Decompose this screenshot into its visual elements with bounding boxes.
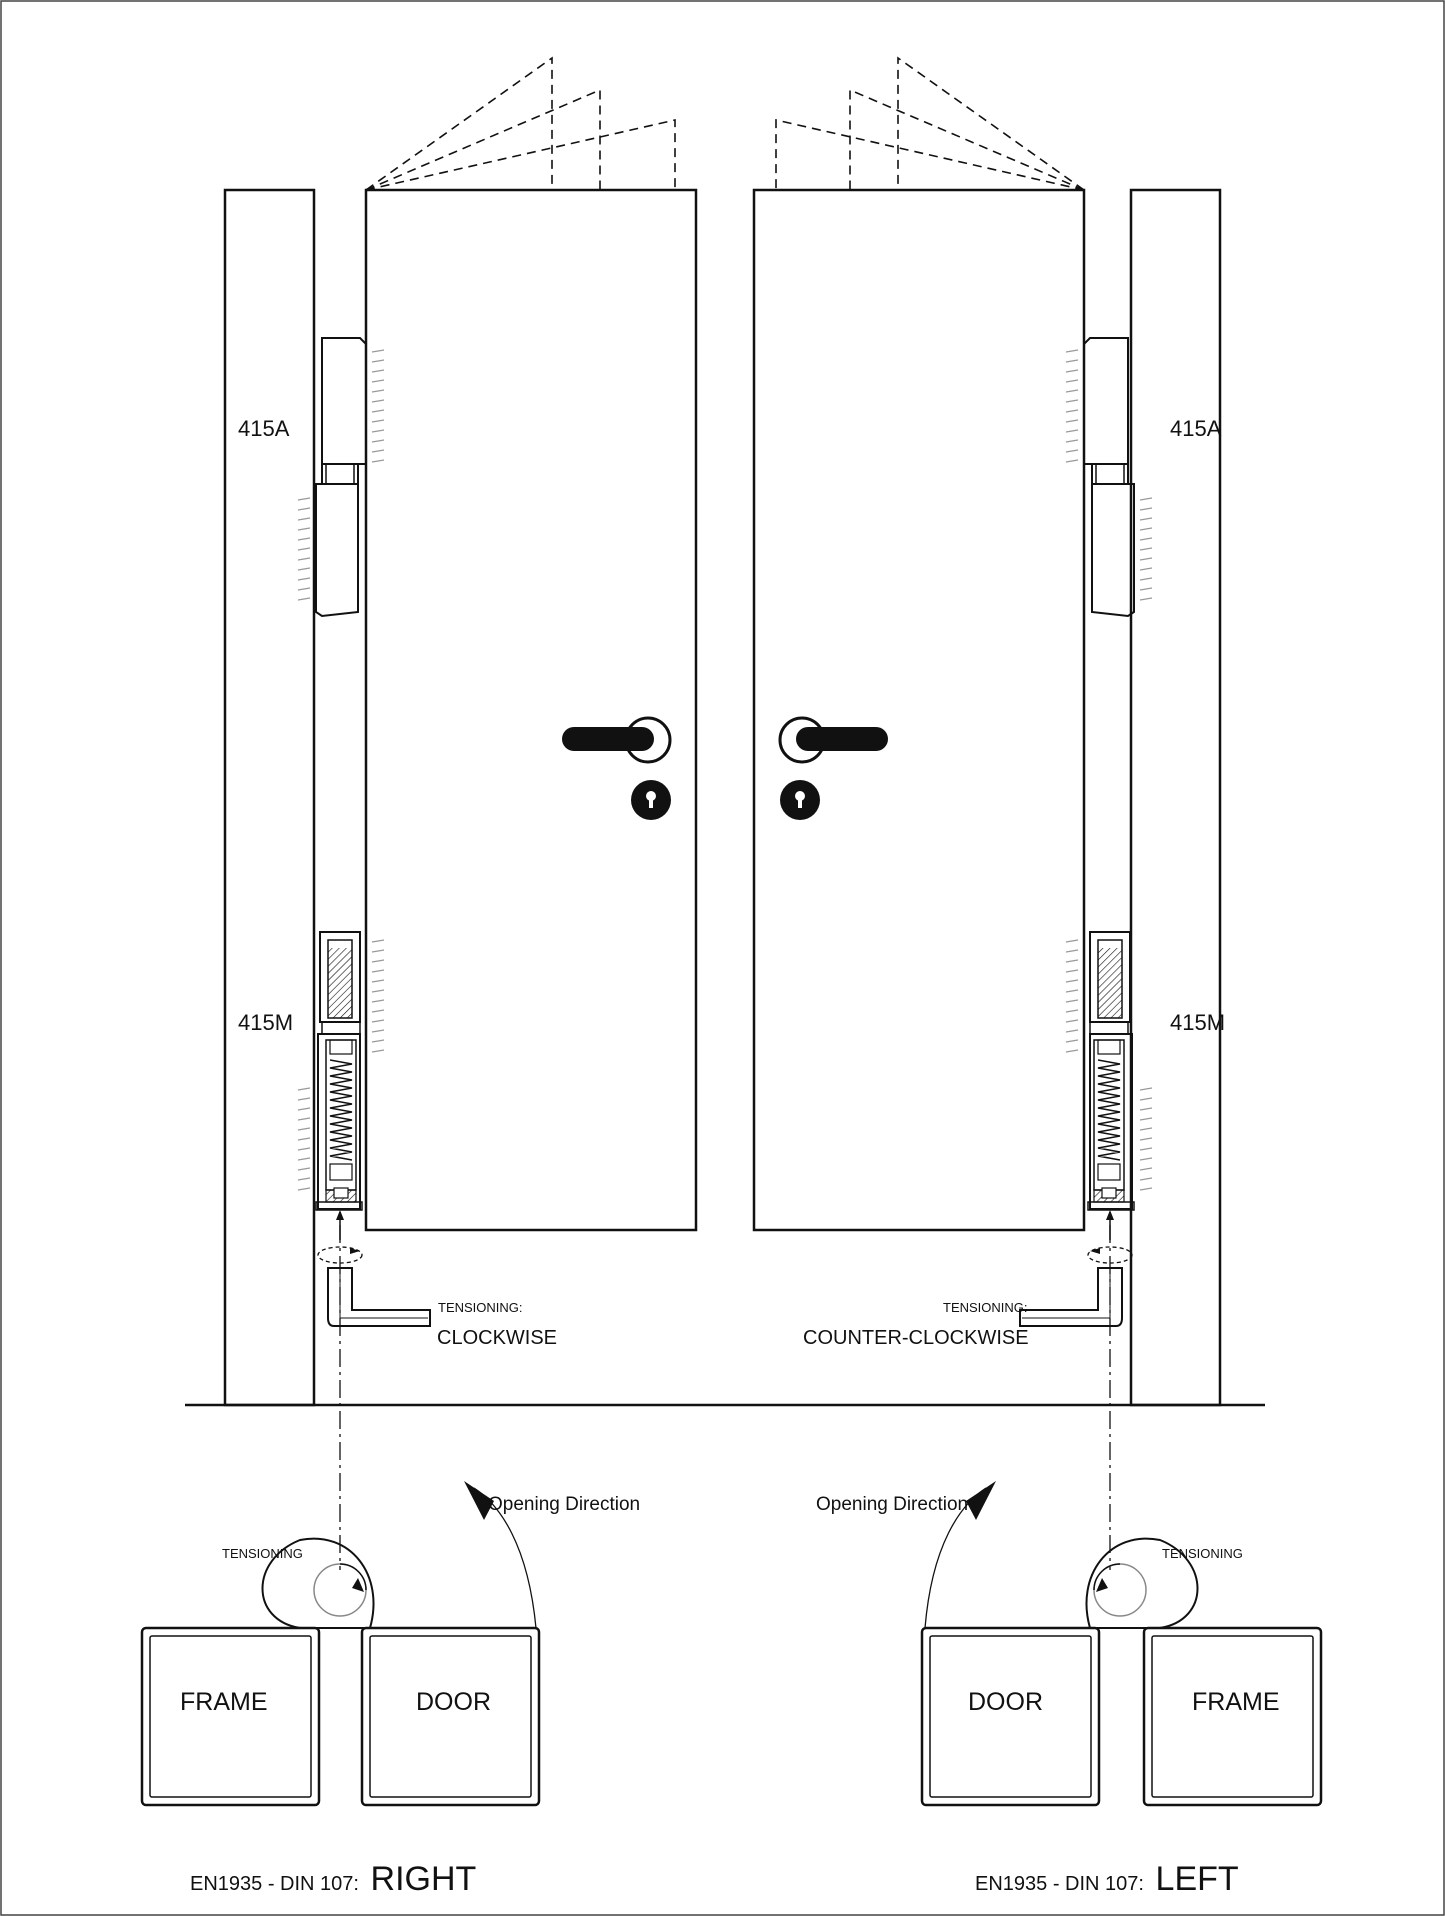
- label-clockwise: CLOCKWISE: [437, 1327, 557, 1349]
- door-leaf-left: [364, 188, 698, 1232]
- keyhole-right: [780, 780, 820, 820]
- label-frame-right: FRAME: [1192, 1688, 1280, 1716]
- label-standard-right: EN1935 - DIN 107: RIGHT: [190, 1860, 476, 1898]
- hinge-415a-right: [1065, 337, 1153, 618]
- label-opening-direction-left: Opening Direction: [488, 1494, 640, 1515]
- swing-lines-right: [775, 56, 1085, 191]
- allen-key-right: [1019, 1267, 1123, 1327]
- allen-key-left: [327, 1267, 431, 1327]
- plan-view-left: [920, 1481, 1323, 1807]
- hinge-415a-left: [297, 337, 385, 618]
- frame-section-left: [1142, 1626, 1323, 1807]
- label-415m-left: 415M: [238, 1010, 293, 1035]
- opening-arrow-left: [966, 1481, 996, 1520]
- hinge-knuckle-left: [1085, 1537, 1199, 1629]
- label-415a-left: 415A: [238, 416, 290, 441]
- frame-section-right: [140, 1626, 321, 1807]
- label-tensioning-caption-left: TENSIONING:: [438, 1300, 523, 1315]
- frame-post-left: [223, 188, 316, 1407]
- label-415a-right: 415A: [1170, 416, 1222, 441]
- opening-arrow-right: [464, 1481, 494, 1520]
- tension-arrow-left: [1096, 1578, 1108, 1592]
- label-415m-right: 415M: [1170, 1010, 1225, 1035]
- door-handle-left: [562, 716, 672, 764]
- hinge-415m-right: [1065, 931, 1153, 1211]
- hinge-415m-left: [297, 931, 385, 1211]
- label-tensioning-left: TENSIONING: [222, 1546, 303, 1561]
- door-section-right: [360, 1626, 541, 1807]
- hand-left: LEFT: [1156, 1860, 1239, 1898]
- label-tensioning-caption-right: TENSIONING:: [943, 1300, 1028, 1315]
- label-opening-direction-right: Opening Direction: [816, 1494, 968, 1515]
- label-door-right: DOOR: [968, 1688, 1043, 1716]
- standard-prefix-right: EN1935 - DIN 107:: [190, 1873, 359, 1895]
- keyhole-left: [631, 780, 671, 820]
- label-standard-left: EN1935 - DIN 107: LEFT: [975, 1860, 1239, 1898]
- door-section-left: [920, 1626, 1101, 1807]
- standard-prefix-left: EN1935 - DIN 107:: [975, 1873, 1144, 1895]
- label-tensioning-right: TENSIONING: [1162, 1546, 1243, 1561]
- right-hand-door-assembly: [223, 56, 698, 1570]
- tension-arrow-right: [352, 1578, 364, 1592]
- label-frame-left: FRAME: [180, 1688, 268, 1716]
- door-handle-right: [778, 716, 888, 764]
- left-hand-door-assembly: [752, 56, 1222, 1570]
- label-counter-clockwise: COUNTER-CLOCKWISE: [803, 1327, 1029, 1349]
- plan-view-right: [140, 1481, 541, 1807]
- door-leaf-right: [752, 188, 1086, 1232]
- hand-right: RIGHT: [371, 1860, 477, 1898]
- swing-lines-left: [365, 56, 676, 191]
- frame-post-right: [1129, 188, 1222, 1407]
- label-door-left: DOOR: [416, 1688, 491, 1716]
- hinge-knuckle-right: [261, 1537, 375, 1629]
